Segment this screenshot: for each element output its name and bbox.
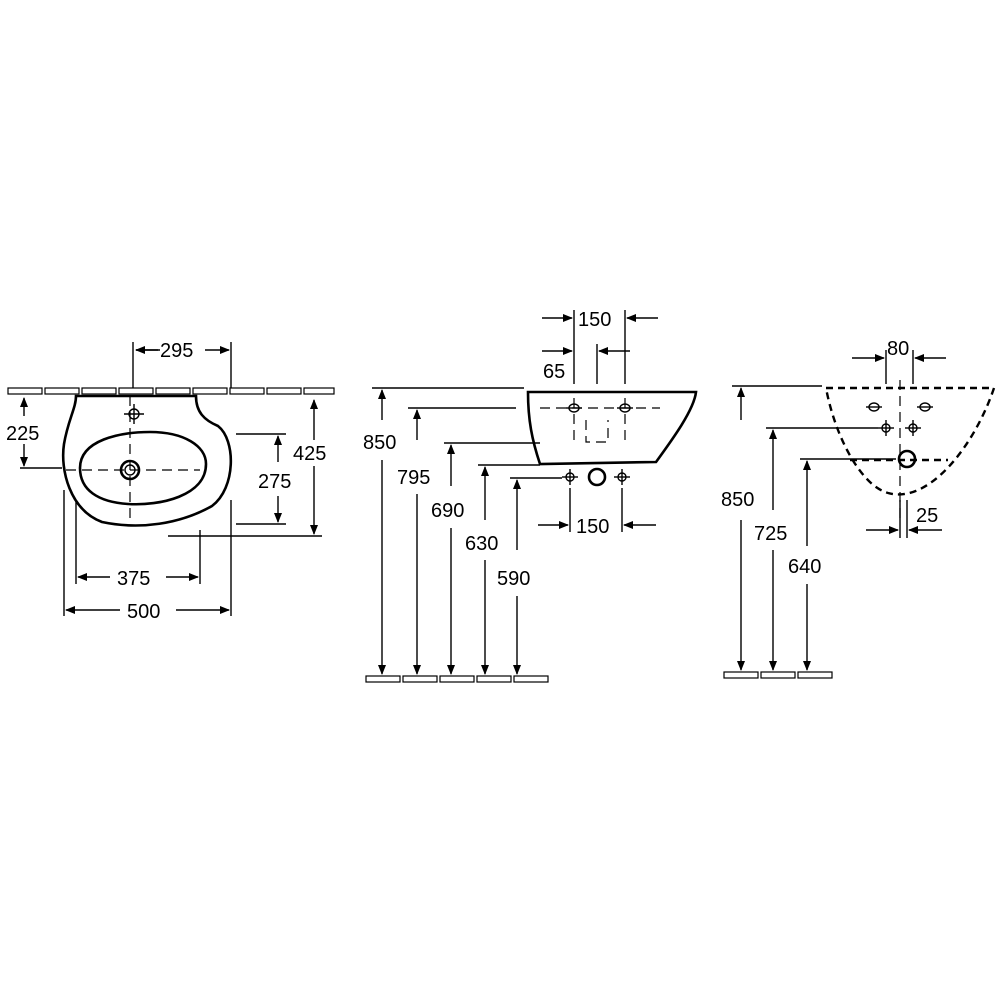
dim-850-front-label: 850 [363,432,396,454]
dim-690-label: 690 [431,500,464,522]
dim-225-label: 225 [6,423,39,445]
dim-725-label: 725 [754,523,787,545]
dim-795-label: 795 [397,467,430,489]
top-view: 295 225 275 425 375 500 [6,340,335,623]
tap-holes-side [866,380,933,520]
dim-375-label: 375 [117,568,150,590]
bowl-outline [78,430,208,506]
floor-tiles-side [723,671,833,679]
basin-outline-side [824,386,996,496]
tap-holes-front [540,398,660,443]
wall-tiles [7,387,335,395]
front-view: 150 65 850 795 690 630 590 150 [363,309,698,683]
side-view: 80 25 850 725 640 [721,338,996,679]
dim-80-label: 80 [887,338,909,360]
dim-295-label: 295 [160,340,193,362]
dim-590-label: 590 [497,568,530,590]
basin-outline-front [526,390,698,466]
dim-150-bottom-label: 150 [576,516,609,538]
dim-275-label: 275 [258,471,291,493]
dim-640-label: 640 [788,556,821,578]
dim-150-top-label: 150 [578,309,611,331]
dim-630-label: 630 [465,533,498,555]
dim-850-side-label: 850 [721,489,754,511]
dim-425-label: 425 [293,443,326,465]
floor-tiles-front [365,675,549,683]
dim-25-label: 25 [916,505,938,527]
dim-500-label: 500 [127,601,160,623]
fixing-points-front [562,467,630,487]
basin-outline-top [61,394,233,527]
waste-outlet-icon [587,467,607,487]
waste-outlet-side-icon [897,449,917,469]
dim-65-label: 65 [543,361,565,383]
